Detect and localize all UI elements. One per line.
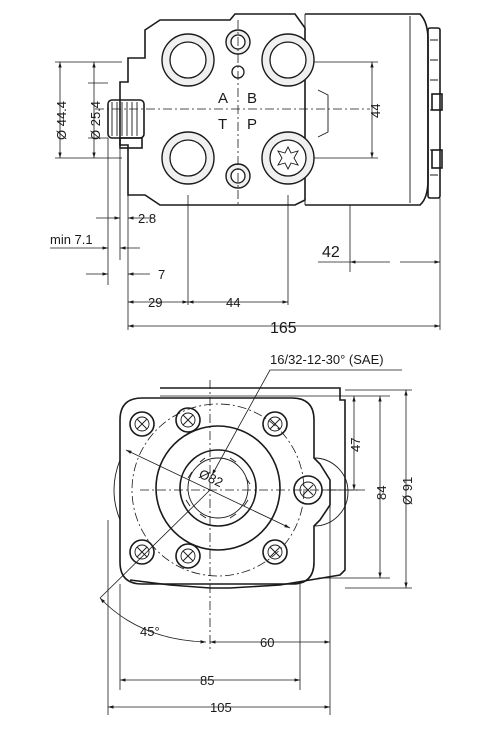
bolt-hole-bottom-right <box>262 539 288 565</box>
dim-text-42: 42 <box>322 244 340 261</box>
port-label-a: A <box>218 90 228 107</box>
dim-text-165: 165 <box>270 320 297 337</box>
dim-text-60: 60 <box>260 635 274 650</box>
right-ear-arc <box>313 457 349 527</box>
dim-text-min-7-1: min 7.1 <box>50 232 93 247</box>
end-bolt-strip <box>427 27 441 199</box>
rear-outline <box>129 387 346 589</box>
dim-text-105: 105 <box>210 700 232 715</box>
top-view: A B T P Ø 44.4 Ø 25.4 2.8 min 7.1 7 <box>50 13 443 337</box>
bolt-circle-d82 <box>131 403 305 577</box>
port-b-bore <box>269 41 307 79</box>
port-label-b: B <box>247 90 257 107</box>
dim-text-85: 85 <box>200 673 214 688</box>
port-t-bore <box>169 139 207 177</box>
dim-text-84: 84 <box>374 486 389 500</box>
bolt-hole-bottom-mid <box>175 543 201 569</box>
port-p-star <box>277 145 299 171</box>
dim-text-29: 29 <box>148 295 162 310</box>
bolt-hole-bottom-left <box>129 539 155 565</box>
dim-text-44-right: 44 <box>368 104 383 118</box>
valve-body-outline <box>119 13 306 206</box>
dim-text-7: 7 <box>158 267 165 282</box>
shaft-collar <box>119 137 143 149</box>
dim-text-d82: Ø82 <box>197 466 226 490</box>
leader-spline <box>211 369 402 476</box>
dim-text-d44-4: Ø 44.4 <box>54 101 69 140</box>
port-p-bore <box>269 139 307 177</box>
dim-text-45deg: 45° <box>140 624 160 639</box>
end-bolt-head-top <box>431 93 443 111</box>
bolt-hole-top-right <box>262 411 288 437</box>
bolt-hole-top-mid <box>175 407 201 433</box>
housing-side-bump <box>317 89 329 138</box>
dim-text-d91: Ø 91 <box>400 477 415 505</box>
left-arc <box>113 459 121 521</box>
front-flange <box>119 397 331 585</box>
port-label-p: P <box>247 116 257 133</box>
angle-arc-45 <box>99 597 207 644</box>
port-a-bore <box>169 41 207 79</box>
front-view: 16/32-12-30° (SAE) Ø82 47 84 Ø 91 45° 60… <box>99 352 415 715</box>
port-label-t: T <box>218 116 227 133</box>
dim-line-d82 <box>125 449 291 529</box>
shaft-knurl <box>107 99 145 139</box>
end-bolt-head-bottom <box>431 149 443 169</box>
side-port-cross <box>302 484 314 496</box>
bolt-hole-top-left <box>129 411 155 437</box>
dim-text-44-bottom: 44 <box>226 295 240 310</box>
angle-line-45 <box>99 489 211 599</box>
dim-text-2-8: 2.8 <box>138 211 156 226</box>
dim-text-d25-4: Ø 25.4 <box>88 101 103 140</box>
dim-text-47: 47 <box>348 438 363 452</box>
spline-spec-text: 16/32-12-30° (SAE) <box>270 352 384 367</box>
shaft-knurl-lines <box>111 102 138 136</box>
